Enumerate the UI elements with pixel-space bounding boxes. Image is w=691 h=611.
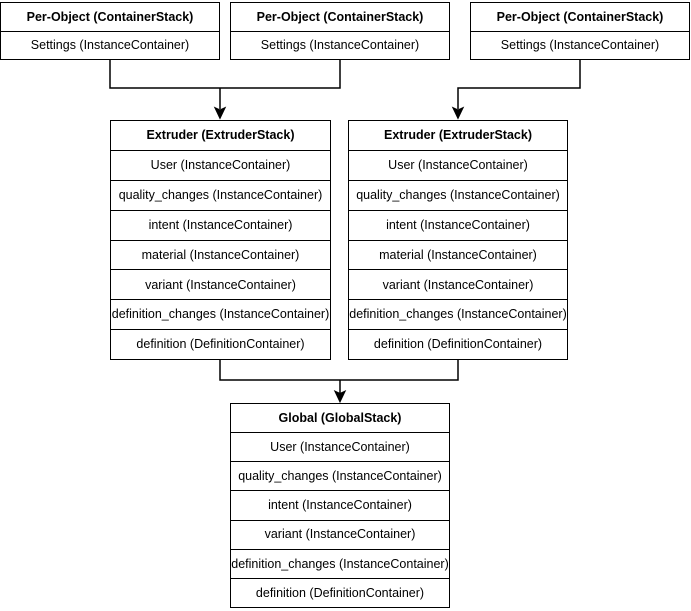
container-row: User (InstanceContainer) bbox=[349, 149, 567, 180]
container-row: intent (InstanceContainer) bbox=[349, 209, 567, 240]
edge-per-object-1-to-extruder-1 bbox=[109, 60, 341, 89]
container-row: definition_changes (InstanceContainer) bbox=[349, 299, 567, 329]
node-title: Extruder (ExtruderStack) bbox=[384, 128, 532, 143]
node-title: Per-Object (ContainerStack) bbox=[256, 9, 424, 24]
container-row: definition_changes (InstanceContainer) bbox=[111, 299, 330, 329]
node-extruder-1: Extruder (ExtruderStack) User (InstanceC… bbox=[110, 120, 331, 360]
node-extruder-2: Extruder (ExtruderStack) User (InstanceC… bbox=[348, 120, 568, 360]
container-row: Settings (InstanceContainer) bbox=[1, 30, 219, 60]
container-row: definition (DefinitionContainer) bbox=[349, 329, 567, 359]
node-title: Per-Object (ContainerStack) bbox=[26, 9, 194, 24]
edge-arrowhead bbox=[333, 389, 347, 404]
container-row: quality_changes (InstanceContainer) bbox=[349, 179, 567, 210]
edge-arrowhead bbox=[451, 106, 465, 120]
container-row: variant (InstanceContainer) bbox=[349, 269, 567, 299]
container-row: Settings (InstanceContainer) bbox=[471, 30, 689, 60]
container-row: definition (DefinitionContainer) bbox=[231, 577, 449, 607]
container-row: User (InstanceContainer) bbox=[111, 149, 330, 180]
container-row: quality_changes (InstanceContainer) bbox=[111, 179, 330, 210]
container-row: intent (InstanceContainer) bbox=[111, 209, 330, 240]
container-row: definition_changes (InstanceContainer) bbox=[231, 548, 449, 578]
node-per-object-1: Per-Object (ContainerStack) Settings (In… bbox=[0, 2, 220, 60]
container-row: material (InstanceContainer) bbox=[349, 239, 567, 270]
edge-arrowhead bbox=[213, 106, 227, 120]
container-row: intent (InstanceContainer) bbox=[231, 490, 449, 519]
container-row: User (InstanceContainer) bbox=[231, 432, 449, 461]
container-row: quality_changes (InstanceContainer) bbox=[231, 461, 449, 490]
container-row: definition (DefinitionContainer) bbox=[111, 329, 330, 359]
node-title: Extruder (ExtruderStack) bbox=[146, 128, 295, 143]
container-row: variant (InstanceContainer) bbox=[231, 519, 449, 549]
container-row: Settings (InstanceContainer) bbox=[231, 30, 449, 60]
node-per-object-3: Per-Object (ContainerStack) Settings (In… bbox=[470, 2, 690, 60]
node-title: Global (GlobalStack) bbox=[278, 410, 402, 425]
container-row: material (InstanceContainer) bbox=[111, 239, 330, 270]
container-row: variant (InstanceContainer) bbox=[111, 269, 330, 299]
node-per-object-2: Per-Object (ContainerStack) Settings (In… bbox=[230, 2, 450, 60]
node-title: Per-Object (ContainerStack) bbox=[496, 9, 664, 24]
node-global: Global (GlobalStack) User (InstanceConta… bbox=[230, 403, 450, 608]
edge-per-object-3-to-extruder-2 bbox=[457, 60, 581, 109]
edge-extruders-to-global-bus bbox=[219, 360, 459, 381]
